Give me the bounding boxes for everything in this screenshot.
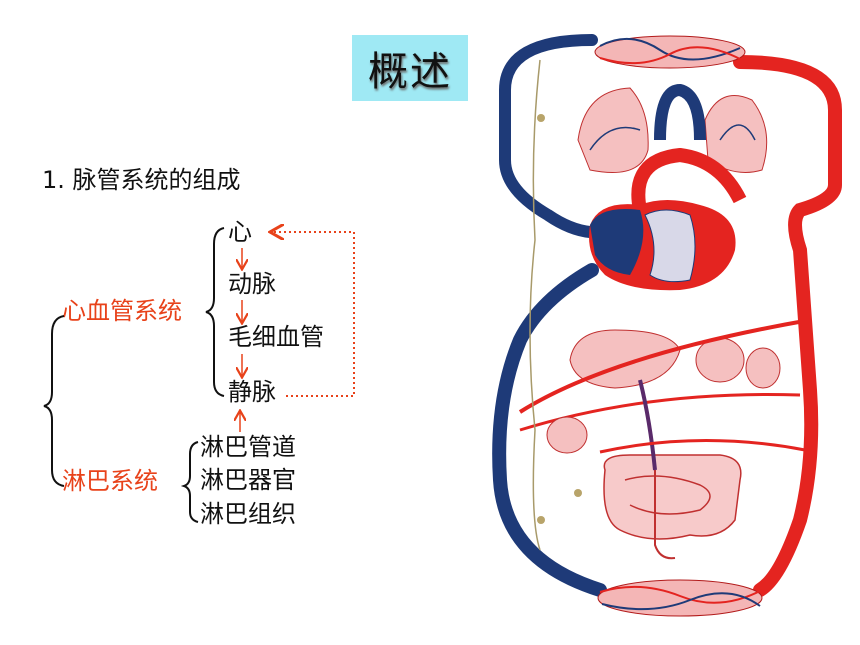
section-heading: 1. 脉管系统的组成 [42,166,241,194]
circulation-diagram [492,34,842,617]
item-artery: 动脉 [228,270,276,298]
item-vein: 静脉 [228,378,276,406]
lymphatic-brace [180,441,199,523]
lymphatic-label: 淋巴系统 [62,467,158,495]
cardiovascular-brace [205,227,225,397]
item-lymph-organs: 淋巴器官 [200,466,296,494]
slide-title: 概述 [368,49,452,95]
dotted-return-path [272,232,355,397]
item-capillary: 毛细血管 [228,323,324,351]
main-brace [43,315,65,487]
item-heart: 心 [228,218,252,246]
item-lymph-vessels: 淋巴管道 [200,433,296,461]
cardiovascular-label: 心血管系统 [62,297,182,325]
item-lymph-tissue: 淋巴组织 [200,500,296,528]
title-box: 概述 [352,35,468,101]
